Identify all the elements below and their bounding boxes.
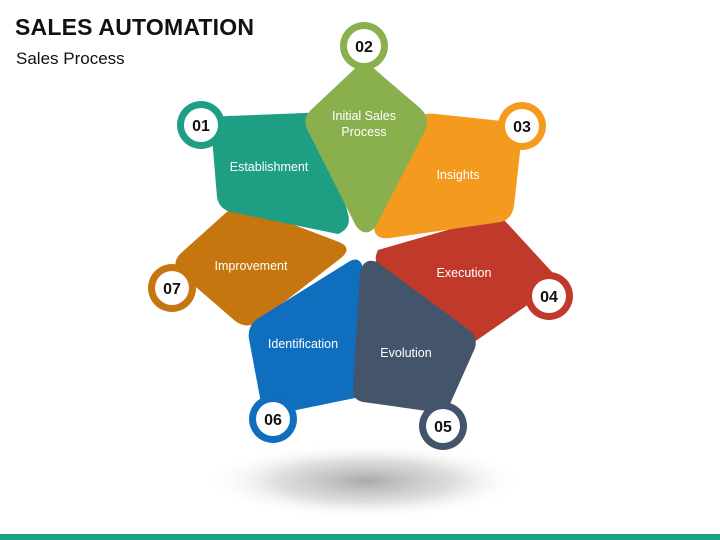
segment-shape <box>352 260 476 413</box>
badge-03: 03 <box>498 102 546 150</box>
segment-label-07: Improvement <box>215 259 288 273</box>
badge-center <box>505 109 539 143</box>
badge-number: 05 <box>434 419 452 436</box>
badge-01: 01 <box>177 101 225 149</box>
segment-label-line: Identification <box>268 337 338 351</box>
badge-center <box>184 108 218 142</box>
page-title: SALES AUTOMATION <box>15 14 255 40</box>
segment-label-01: Establishment <box>230 160 309 174</box>
badge-02: 02 <box>340 22 388 70</box>
segment-shape <box>375 216 555 343</box>
page-subtitle: Sales Process <box>16 49 125 68</box>
bottom-accent-bar <box>0 534 720 540</box>
segment-label-03: Insights <box>436 168 479 182</box>
segment-05 <box>352 260 476 413</box>
floor-shadow <box>206 443 526 519</box>
badge-05: 05 <box>419 402 467 450</box>
segment-label-05: Evolution <box>380 346 431 360</box>
badge-number: 07 <box>163 281 181 298</box>
segment-label-line: Process <box>341 125 386 139</box>
badge-center <box>532 279 566 313</box>
segment-02 <box>305 60 428 233</box>
badge-number: 06 <box>264 412 282 429</box>
segment-label-line: Execution <box>437 266 492 280</box>
badge-06: 06 <box>249 395 297 443</box>
segment-shape <box>248 259 368 415</box>
badge-number: 04 <box>540 289 558 306</box>
badge-number: 01 <box>192 118 210 135</box>
segment-shape <box>305 60 428 233</box>
segment-label-04: Execution <box>437 266 492 280</box>
badge-04: 04 <box>525 272 573 320</box>
badge-number: 03 <box>513 119 531 136</box>
segment-label-line: Initial Sales <box>332 109 396 123</box>
segment-label-line: Improvement <box>215 259 288 273</box>
badge-center <box>256 402 290 436</box>
segment-label-06: Identification <box>268 337 338 351</box>
badge-center <box>426 409 460 443</box>
segment-shape <box>175 208 347 326</box>
badge-center <box>155 271 189 305</box>
badge-center <box>347 29 381 63</box>
segment-label-line: Establishment <box>230 160 309 174</box>
segment-label-line: Evolution <box>380 346 431 360</box>
segment-07 <box>175 208 347 326</box>
badge-number: 02 <box>355 39 373 56</box>
segment-06 <box>248 259 368 415</box>
segment-label-line: Insights <box>436 168 479 182</box>
segment-04 <box>375 216 555 343</box>
badge-07: 07 <box>148 264 196 312</box>
